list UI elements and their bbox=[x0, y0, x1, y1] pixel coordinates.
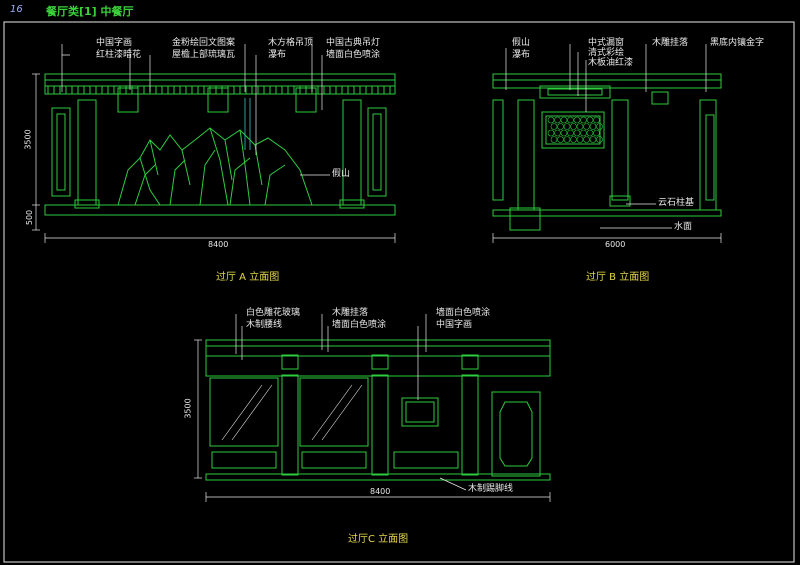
label-chinese-calligraphy: 中国字画 bbox=[96, 38, 133, 48]
label-red-column: 红柱漆暗花 bbox=[96, 50, 142, 60]
caption-a: 过厅 A 立面图 bbox=[216, 272, 280, 283]
page-number: 16 bbox=[10, 4, 23, 15]
label-c-calligraphy: 中国字画 bbox=[436, 320, 473, 330]
label-rockery: 假山 bbox=[332, 169, 351, 179]
caption-c: 过厅C 立面图 bbox=[348, 534, 409, 545]
label-white-etched-glass: 白色雕花玻璃 bbox=[246, 308, 301, 318]
label-c-wood-valance: 木雕挂落 bbox=[332, 308, 369, 318]
dim-width-a: 8400 bbox=[208, 240, 229, 249]
label-wood-skirting: 木制踢脚线 bbox=[468, 484, 514, 494]
label-b-waterfall: 瀑布 bbox=[512, 50, 531, 60]
label-wood-waist-line: 木制腰线 bbox=[246, 320, 283, 330]
dim-width-c: 8400 bbox=[370, 487, 391, 496]
label-gold-pattern: 金粉绘回文图案 bbox=[172, 38, 236, 48]
label-c-white-wall-1: 墙面白色喷涂 bbox=[332, 320, 387, 330]
label-chinese-lattice-window: 中式漏窗 bbox=[588, 38, 625, 48]
label-waterfall: 瀑布 bbox=[268, 50, 287, 60]
label-qing-painting: 清式彩绘 bbox=[588, 48, 625, 58]
label-wood-grid-ceiling: 木方格吊顶 bbox=[268, 38, 314, 48]
label-water-surface: 水面 bbox=[674, 222, 693, 232]
label-c-white-wall-2: 墙面白色喷涂 bbox=[436, 308, 491, 318]
sheet-title: 餐厅类[1] 中餐厅 bbox=[46, 5, 134, 18]
label-wood-carved-valance: 木雕挂落 bbox=[652, 38, 689, 48]
dim-width-b: 6000 bbox=[605, 240, 626, 249]
label-b-rockery: 假山 bbox=[512, 38, 531, 48]
label-marble-base: 云石柱基 bbox=[658, 198, 695, 208]
caption-b: 过厅 B 立面图 bbox=[586, 272, 650, 283]
label-red-lacquer-board: 木板油红漆 bbox=[588, 58, 634, 68]
label-classic-chandelier: 中国古典吊灯 bbox=[326, 38, 381, 48]
label-glazed-tile: 屋檐上部琉璃瓦 bbox=[172, 50, 236, 60]
label-white-wall: 墙面白色喷涂 bbox=[326, 50, 381, 60]
label-gold-characters: 黑底内镶金字 bbox=[710, 38, 765, 48]
dim-height-c: 3500 bbox=[183, 398, 193, 419]
